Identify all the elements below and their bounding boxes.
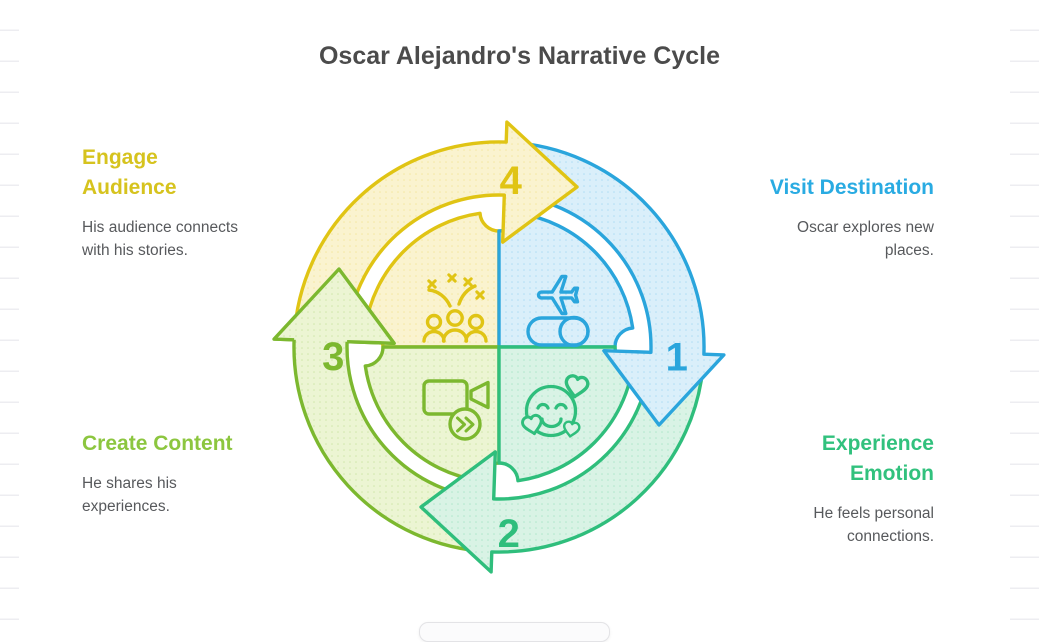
step-number-2: 2 bbox=[498, 512, 520, 556]
arrow-segment-1 bbox=[505, 140, 726, 427]
step-number-3: 3 bbox=[322, 335, 344, 379]
step-block-visit-destination: Visit Destination Oscar explores new pla… bbox=[759, 173, 934, 262]
airplane-toggle-icon bbox=[526, 274, 590, 348]
video-camera-icon bbox=[422, 379, 490, 441]
step-description: His audience connects with his stories. bbox=[82, 219, 238, 259]
bottom-toolbar-pill[interactable] bbox=[419, 622, 610, 642]
arrow-segment-3-head bbox=[272, 267, 396, 345]
step-description: Oscar explores new places. bbox=[797, 219, 934, 259]
page-title: Oscar Alejandro's Narrative Cycle bbox=[318, 42, 721, 70]
step-description: He shares his experiences. bbox=[82, 475, 177, 515]
step-label: Create Content bbox=[82, 432, 233, 455]
step-number-1: 1 bbox=[666, 336, 688, 380]
step-description: He feels personal connections. bbox=[813, 505, 934, 545]
step-label: Experience Emotion bbox=[821, 432, 934, 485]
step-label: Visit Destination bbox=[769, 176, 934, 199]
arrow-segment-2 bbox=[419, 353, 706, 574]
step-block-create-content: Create Content He shares his experiences… bbox=[82, 429, 257, 518]
narrative-cycle-diagram: 3 2 1 4 bbox=[272, 120, 726, 574]
step-number-4: 4 bbox=[500, 159, 523, 203]
celebration-confetti-icon bbox=[422, 273, 488, 343]
step-block-engage-audience: Engage Audience His audience connects wi… bbox=[82, 143, 247, 262]
arrow-segment-4 bbox=[292, 120, 579, 341]
step-label: Engage Audience bbox=[82, 146, 177, 199]
step-block-experience-emotion: Experience Emotion He feels personal con… bbox=[749, 429, 934, 548]
ruled-lines-right bbox=[1010, 0, 1039, 630]
smiley-hearts-icon bbox=[521, 374, 590, 438]
ruled-lines-left bbox=[0, 0, 19, 630]
